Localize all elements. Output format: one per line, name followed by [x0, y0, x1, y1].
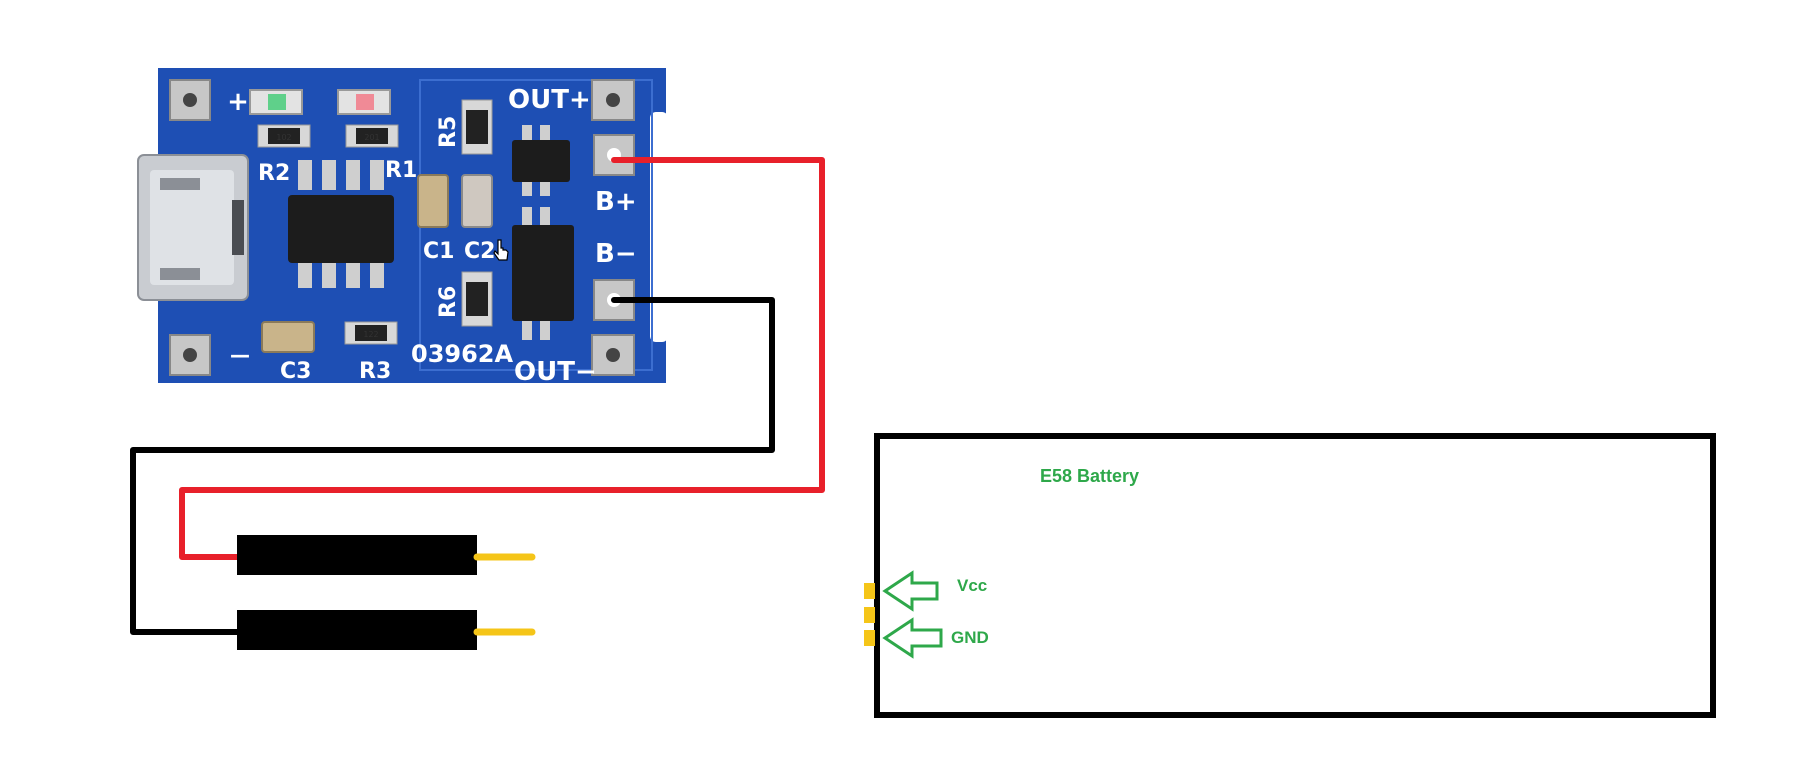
out-minus-label: OUT− [514, 357, 597, 387]
vcc-arrow-icon [882, 570, 939, 612]
charger-board: 102 201 122 [137, 68, 668, 387]
c3-label: C3 [280, 359, 311, 384]
battery-outline [874, 433, 1716, 718]
battery-pads [593, 134, 635, 321]
e58-battery: E58 Battery Vcc GND [864, 433, 1716, 718]
r2-label: R2 [258, 161, 290, 186]
pcb-right-notch [650, 112, 668, 342]
wires [130, 157, 825, 635]
pin-negative-body [237, 610, 477, 650]
battery-title: E58 Battery [1040, 466, 1139, 486]
middle-contact [864, 607, 875, 623]
r6-label: R6 [436, 286, 461, 318]
status-leds [249, 89, 391, 115]
charger-ic [288, 160, 394, 288]
gnd-contact [864, 630, 875, 646]
b-minus-label: B− [595, 239, 637, 269]
smd-122-label: 122 [363, 330, 378, 339]
smd-201-label: 201 [364, 133, 379, 142]
r1-label: R1 [385, 158, 417, 183]
b-plus-label: B+ [595, 187, 637, 217]
gnd-arrow-icon [882, 617, 943, 659]
smd-resistors: 102 201 122 [257, 99, 493, 345]
smd-capacitors [261, 174, 493, 353]
minus-label: — [230, 343, 250, 367]
c1-label: C1 [423, 239, 454, 264]
negative-wire [130, 297, 775, 635]
r3-label: R3 [359, 359, 391, 384]
protection-ic [512, 125, 570, 196]
corner-pads [169, 79, 635, 376]
out-plus-label: OUT+ [508, 85, 591, 115]
smd-102-label: 102 [276, 133, 291, 142]
vcc-contact [864, 583, 875, 599]
pin-positive-body [237, 535, 477, 575]
gnd-label: GND [951, 628, 989, 647]
usb-port [137, 154, 249, 301]
plus-label: + [227, 87, 249, 117]
c2-label: C2 [464, 239, 495, 264]
positive-wire [179, 157, 825, 560]
mosfet-ic [512, 207, 574, 340]
model-label: 03962A [411, 340, 513, 368]
mouse-cursor-icon [493, 239, 509, 261]
header-pins [237, 535, 536, 650]
r5-label: R5 [436, 116, 461, 148]
vcc-label: Vcc [957, 576, 987, 595]
